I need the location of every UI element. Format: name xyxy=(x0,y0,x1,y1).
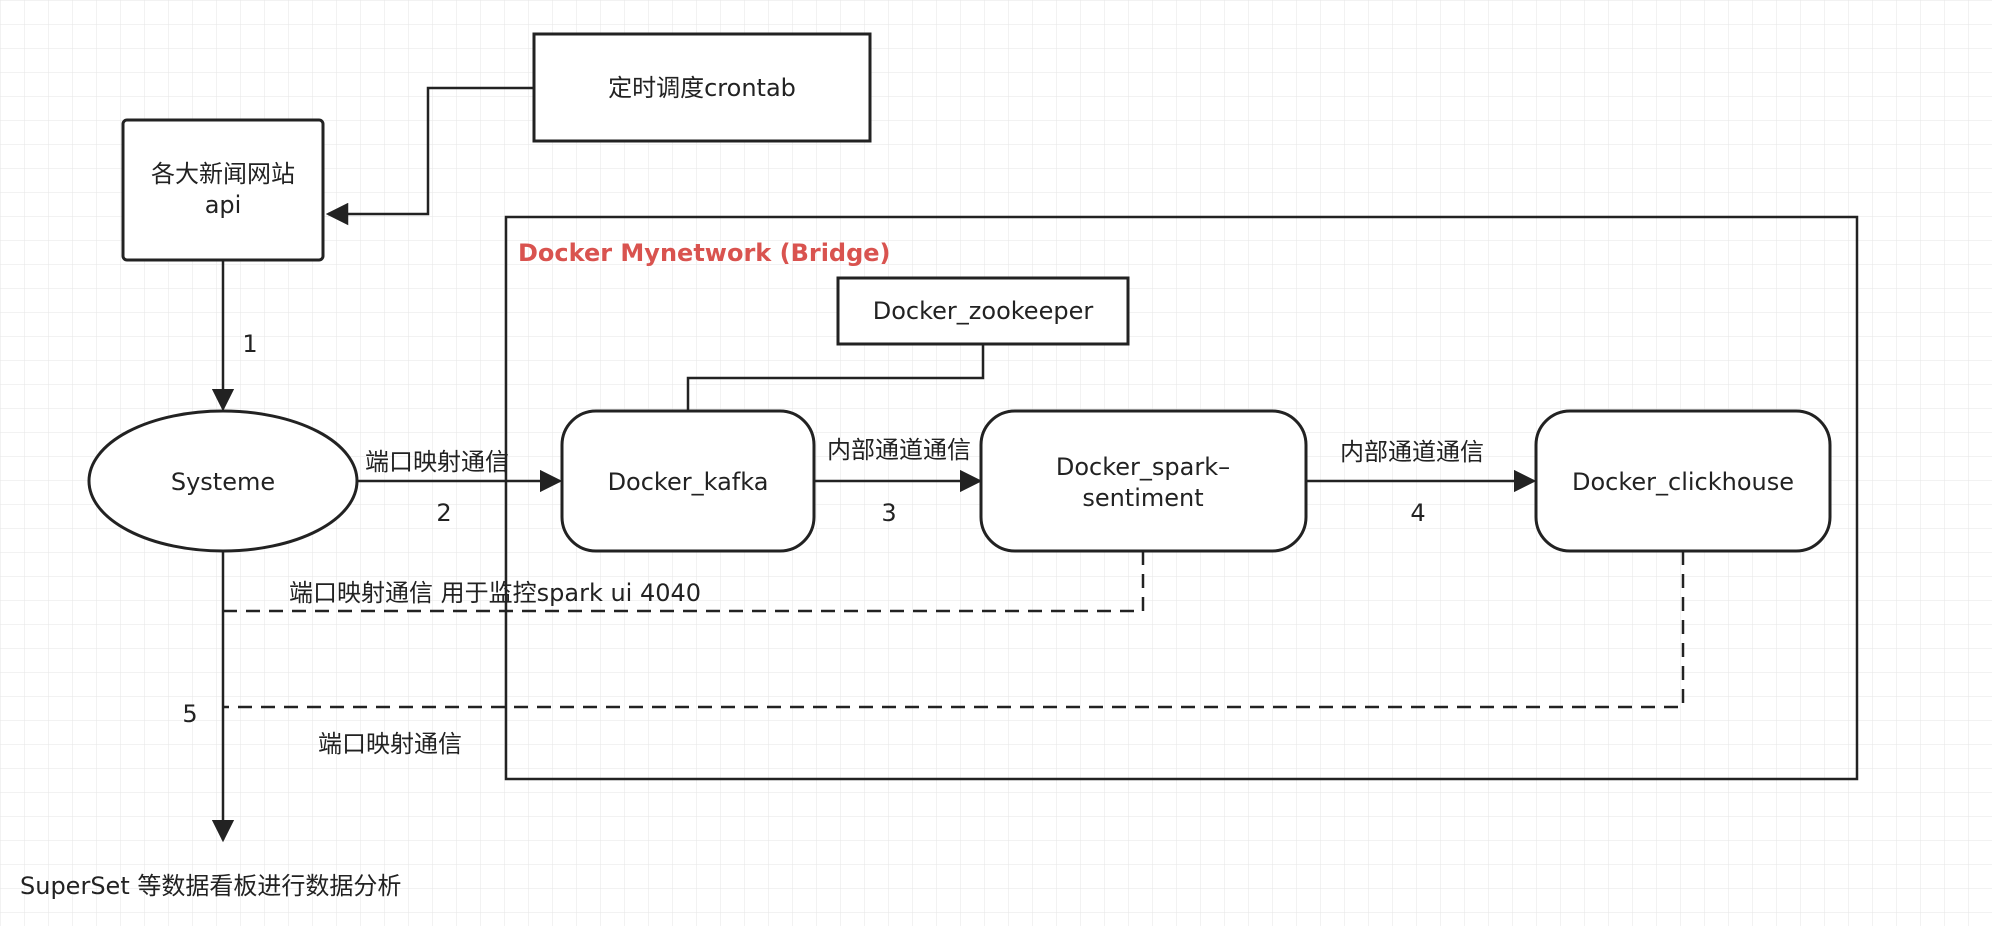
crontab-label: 定时调度crontab xyxy=(608,74,796,102)
edge-label-internal-3: 内部通道通信 xyxy=(827,436,971,464)
edge-label-spark-ui: 端口映射通信 用于监控spark ui 4040 xyxy=(289,579,701,607)
kafka-label: Docker_kafka xyxy=(608,468,769,496)
zookeeper-box xyxy=(836,276,1130,346)
edge-label-step4: 4 xyxy=(1410,499,1425,527)
edge-zookeeper-kafka xyxy=(686,344,985,411)
docker-network-frame xyxy=(504,215,1859,781)
clickhouse-box xyxy=(1534,409,1832,553)
crontab-box xyxy=(532,32,872,143)
edge-label-port-mapping-2: 端口映射通信 xyxy=(318,730,462,758)
spark-box xyxy=(979,409,1308,553)
edge-clickhouse-dashed xyxy=(223,551,1685,709)
kafka-box xyxy=(560,409,816,553)
edge-spark-ui-dashed xyxy=(223,551,1145,613)
news-api-label-line1: 各大新闻网站 xyxy=(151,160,295,188)
clickhouse-label: Docker_clickhouse xyxy=(1572,468,1794,496)
edge-label-step3: 3 xyxy=(881,499,896,527)
zookeeper-label: Docker_zookeeper xyxy=(873,297,1094,325)
edge-label-internal-4: 内部通道通信 xyxy=(1340,438,1484,466)
docker-network-title: Docker Mynetwork (Bridge) xyxy=(518,239,891,267)
spark-label-line2: sentiment xyxy=(1082,484,1203,512)
edge-crontab-to-api xyxy=(325,86,534,226)
news-api-box xyxy=(121,118,325,262)
news-api-label-line2: api xyxy=(205,191,242,219)
systeme-label: Systeme xyxy=(171,468,275,496)
spark-label-line1: Docker_spark– xyxy=(1056,453,1230,481)
edge-label-step1: 1 xyxy=(242,330,257,358)
superset-label: SuperSet 等数据看板进行数据分析 xyxy=(20,872,401,900)
edge-label-step5: 5 xyxy=(182,700,197,728)
edge-label-step2: 2 xyxy=(436,499,451,527)
edge-label-port-mapping: 端口映射通信 xyxy=(365,448,509,476)
systeme-ellipse xyxy=(87,409,359,553)
